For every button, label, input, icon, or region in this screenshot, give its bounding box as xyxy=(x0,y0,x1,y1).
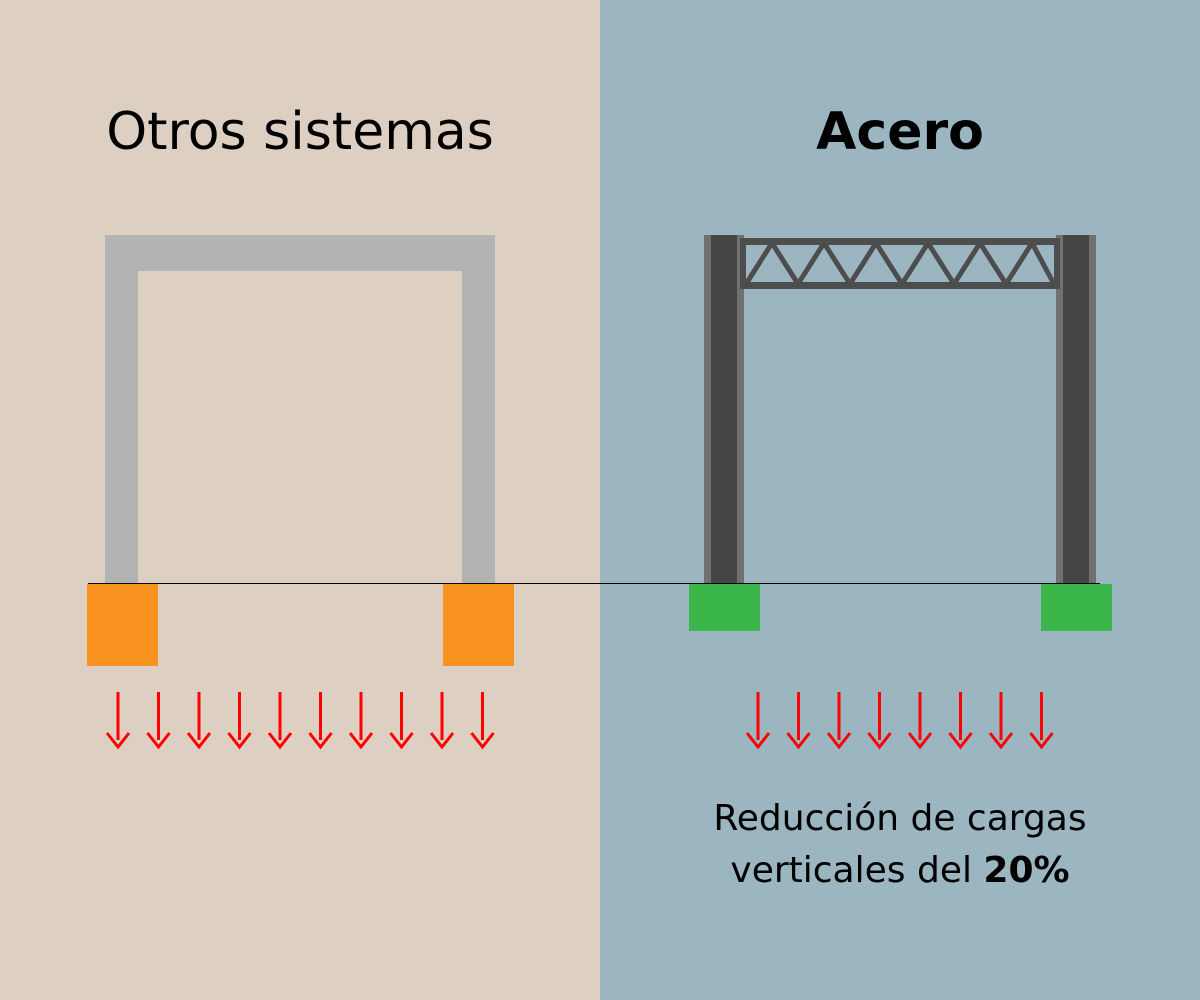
left-load-arrow-10 xyxy=(470,692,495,750)
left-load-arrow-5 xyxy=(267,692,293,750)
ground-line xyxy=(88,583,1100,584)
acero-panel xyxy=(600,0,1200,1000)
concrete-frame-left-column xyxy=(105,235,138,583)
caption-percentage: 20% xyxy=(983,850,1070,891)
right-load-arrow-2 xyxy=(786,692,811,750)
truss-web-diagonals xyxy=(743,238,1057,289)
concrete-frame-right-column xyxy=(462,235,495,583)
left-footing-2 xyxy=(443,584,514,666)
caption-line-1: Reducción de cargas xyxy=(713,798,1087,839)
truss-right-post xyxy=(1054,238,1060,289)
left-footing-1 xyxy=(87,584,158,666)
truss-left-post xyxy=(740,238,746,289)
left-load-arrow-8 xyxy=(389,692,414,750)
right-load-arrow-1 xyxy=(745,692,771,750)
otros-sistemas-title: Otros sistemas xyxy=(106,102,494,162)
right-footing-2 xyxy=(1041,584,1112,631)
caption-line-2: verticales del 20% xyxy=(600,845,1200,897)
right-footing-1 xyxy=(689,584,760,631)
right-load-arrow-5 xyxy=(907,692,933,750)
left-load-arrow-2 xyxy=(146,692,171,750)
right-load-arrow-4 xyxy=(867,692,892,750)
left-load-arrow-9 xyxy=(429,692,455,750)
steel-right-column-web xyxy=(1063,235,1089,583)
left-load-arrow-7 xyxy=(348,692,374,750)
steel-left-column-web xyxy=(711,235,737,583)
right-load-arrow-8 xyxy=(1029,692,1054,750)
caption-line-2-prefix: verticales del xyxy=(730,850,984,891)
right-load-arrow-6 xyxy=(948,692,973,750)
acero-title: Acero xyxy=(816,102,984,162)
load-reduction-caption: Reducción de cargas verticales del 20% xyxy=(600,793,1200,897)
right-load-arrow-3 xyxy=(826,692,852,750)
left-load-arrow-6 xyxy=(308,692,333,750)
right-load-arrow-7 xyxy=(988,692,1014,750)
otros-sistemas-panel xyxy=(0,0,600,1000)
left-load-arrow-4 xyxy=(227,692,252,750)
left-load-arrow-1 xyxy=(105,692,131,750)
concrete-frame-beam xyxy=(105,235,495,271)
left-load-arrow-3 xyxy=(186,692,212,750)
truss-top-chord xyxy=(740,238,1060,245)
